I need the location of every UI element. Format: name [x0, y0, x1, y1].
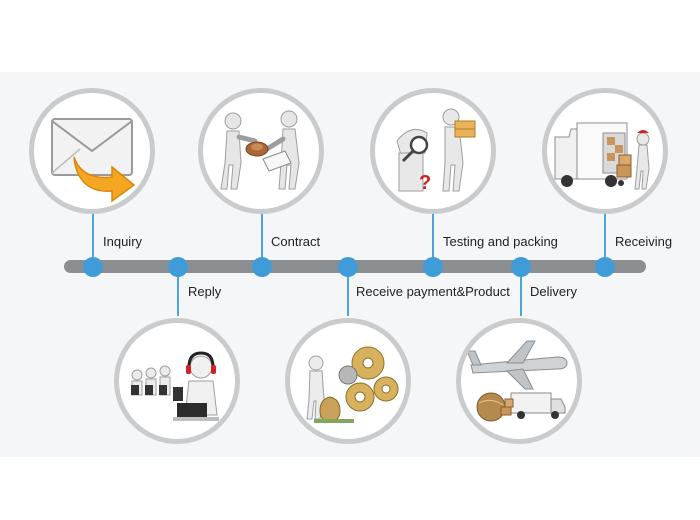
connector-receive-payment: [347, 272, 349, 316]
money-gears-icon: [306, 346, 399, 423]
airplane-truck-icon: [466, 340, 568, 422]
node-contract: [252, 257, 272, 277]
connector-inquiry: [92, 213, 94, 265]
svg-text:?: ?: [419, 172, 431, 194]
label-receiving: Receiving: [615, 234, 673, 249]
envelope-arrow-icon: [51, 118, 136, 203]
reply-illustration: [114, 318, 240, 444]
inquiry-illustration: [29, 88, 155, 214]
label-reply: Reply: [188, 284, 222, 299]
connector-reply: [177, 272, 179, 316]
node-receiving: [595, 257, 615, 277]
label-inquiry: Inquiry: [103, 234, 143, 249]
call-center-icon: [131, 351, 219, 421]
label-testing: Testing and packing: [443, 234, 558, 249]
node-delivery: [511, 257, 531, 277]
connector-contract: [261, 213, 263, 265]
node-testing: [423, 257, 443, 277]
node-receive-payment: [338, 257, 358, 277]
delivery-illustration: [456, 318, 582, 444]
contract-illustration: [198, 88, 324, 214]
label-contract: Contract: [271, 234, 321, 249]
label-receive-payment: Receive payment&Product: [356, 284, 510, 299]
magnifier-inspection-icon: ?: [396, 108, 476, 194]
testing-illustration: ?: [370, 88, 496, 214]
delivery-truck-icon: [554, 122, 650, 190]
label-delivery: Delivery: [530, 284, 577, 299]
receiving-illustration: [542, 88, 668, 214]
handshake-contract-icon: [220, 110, 300, 190]
connector-receiving: [604, 213, 606, 265]
receive-payment-illustration: [285, 318, 411, 444]
node-inquiry: [83, 257, 103, 277]
connector-delivery: [520, 272, 522, 316]
node-reply: [168, 257, 188, 277]
connector-testing: [432, 213, 434, 265]
